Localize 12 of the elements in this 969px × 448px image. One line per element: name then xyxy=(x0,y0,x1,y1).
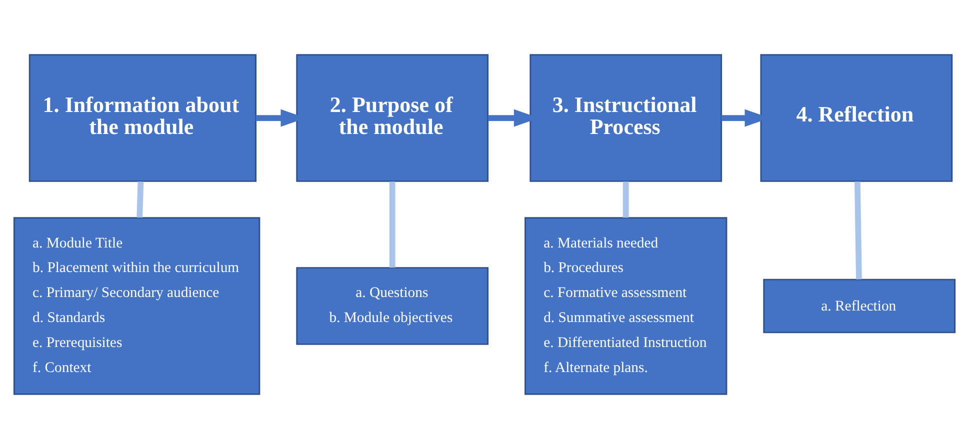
connector xyxy=(136,181,144,218)
node-box: a. Module Title b. Placement within the curriculum c. Primary/ Secondary audience d. Standards e. Prerequisites f. Context xyxy=(13,216,260,394)
connector xyxy=(854,181,862,279)
node-box: a. Questions b. Module objectives xyxy=(296,266,489,344)
connector xyxy=(389,181,396,268)
node-box: 3. Instructional Process xyxy=(530,54,722,182)
node-box: a. Materials needed b. Procedures c. Formative assessment d. Summative assessment e. Differentiated Instruction f. Alternate plans. xyxy=(524,216,728,394)
node-box: 2. Purpose of the module xyxy=(296,54,489,182)
node-box: 1. Information about the module xyxy=(28,54,256,182)
node-box: 4. Reflection xyxy=(760,54,953,182)
connector xyxy=(622,181,629,218)
node-box: a. Reflection xyxy=(763,278,956,333)
